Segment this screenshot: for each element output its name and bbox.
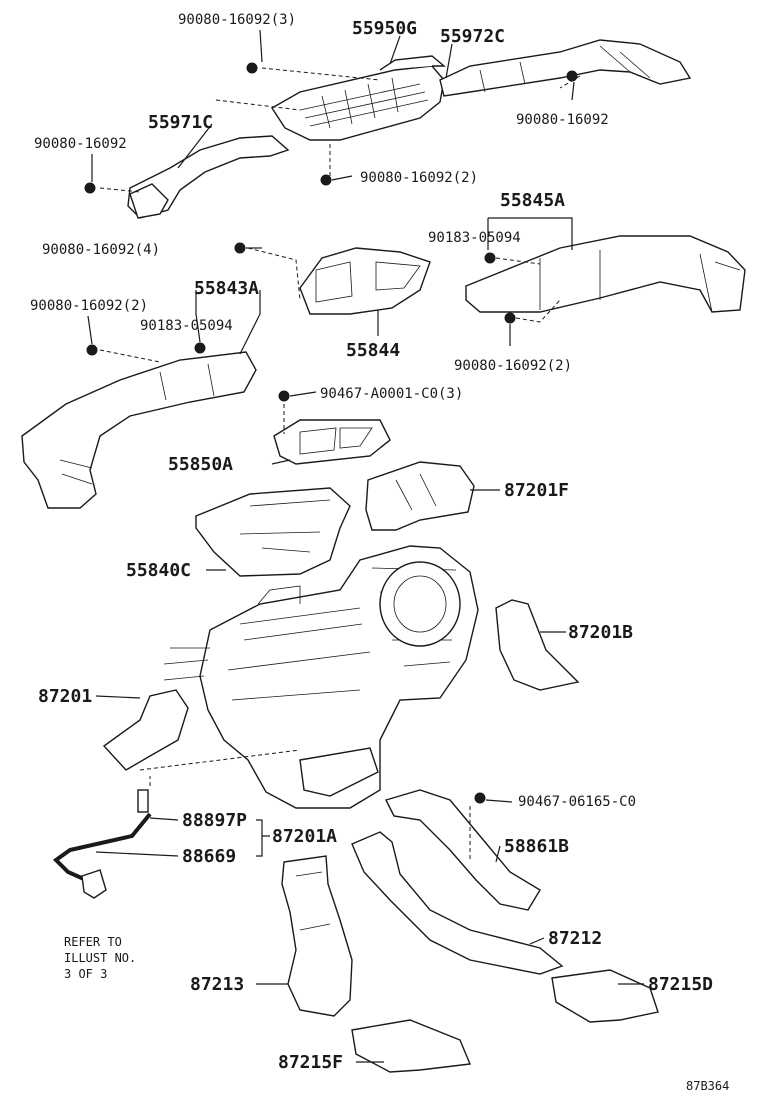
part-label-90080-16092-2-right: 90080-16092(2) (454, 358, 572, 374)
part-label-55971c: 55971C (148, 112, 213, 133)
part-label-55844: 55844 (346, 340, 400, 361)
part-label-87213: 87213 (190, 974, 244, 995)
duct-55845a (465, 235, 746, 313)
part-label-87201b: 87201B (568, 622, 633, 643)
part-label-55840c: 55840C (126, 560, 191, 581)
duct-58861b (384, 789, 541, 911)
part-label-90080-16092-2-top: 90080-16092(2) (360, 170, 478, 186)
duct-87212 (351, 831, 564, 975)
refer-note-line-1: REFER TO (64, 935, 122, 949)
register-55850a (273, 419, 391, 465)
assembly-dashed-lines (99, 67, 581, 860)
part-label-87201f: 87201F (504, 480, 569, 501)
part-label-55850a: 55850A (168, 454, 233, 475)
duct-87201f (365, 461, 475, 531)
part-label-87212: 87212 (548, 928, 602, 949)
part-label-90080-16092-2-left: 90080-16092(2) (30, 298, 148, 314)
part-label-55845a: 55845A (500, 190, 565, 211)
part-label-55972c: 55972C (440, 26, 505, 47)
part-label-90080-16092-right: 90080-16092 (516, 112, 609, 128)
leader-lines (87, 29, 644, 1063)
part-label-90080-16092-4: 90080-16092(4) (42, 242, 160, 258)
part-label-58861b: 58861B (504, 836, 569, 857)
duct-55971c (127, 135, 290, 219)
clip-icon (84, 62, 578, 804)
part-label-87201a: 87201A (272, 826, 337, 847)
part-label-90080-16092-3: 90080-16092(3) (178, 12, 296, 28)
part-label-90467-a0001-c0-3: 90467-A0001-C0(3) (320, 386, 463, 402)
duct-55843a (21, 351, 257, 509)
part-label-88669: 88669 (182, 846, 236, 867)
part-label-87201: 87201 (38, 686, 92, 707)
figure-code: 87B364 (686, 1079, 729, 1093)
duct-87201b (495, 599, 580, 691)
part-label-55843a: 55843A (194, 278, 259, 299)
part-label-88897p: 88897P (182, 810, 247, 831)
part-label-90183-05094-right: 90183-05094 (428, 230, 521, 246)
duct-55840c (195, 487, 351, 577)
register-55950g (271, 55, 446, 141)
hvac-unit-main (163, 545, 479, 809)
part-labels: 90080-16092(3) 55950G 55972C 90080-16092… (30, 12, 729, 1093)
duct-87201 (102, 689, 189, 771)
duct-87215d (551, 969, 659, 1023)
part-label-55950g: 55950G (352, 18, 417, 39)
duct-55972c (439, 39, 692, 97)
register-55844 (299, 247, 431, 315)
part-label-90080-16092-left: 90080-16092 (34, 136, 127, 152)
refer-note-line-3: 3 OF 3 (64, 967, 107, 981)
part-label-87215f: 87215F (278, 1052, 343, 1073)
hose-88669 (52, 789, 152, 899)
duct-87215f (351, 1019, 472, 1073)
refer-note-line-2: ILLUST NO. (64, 951, 136, 965)
part-label-90467-06165-c0: 90467-06165-C0 (518, 794, 636, 810)
part-label-90183-05094-left: 90183-05094 (140, 318, 233, 334)
part-label-87215d: 87215D (648, 974, 713, 995)
duct-87213 (281, 855, 353, 1017)
